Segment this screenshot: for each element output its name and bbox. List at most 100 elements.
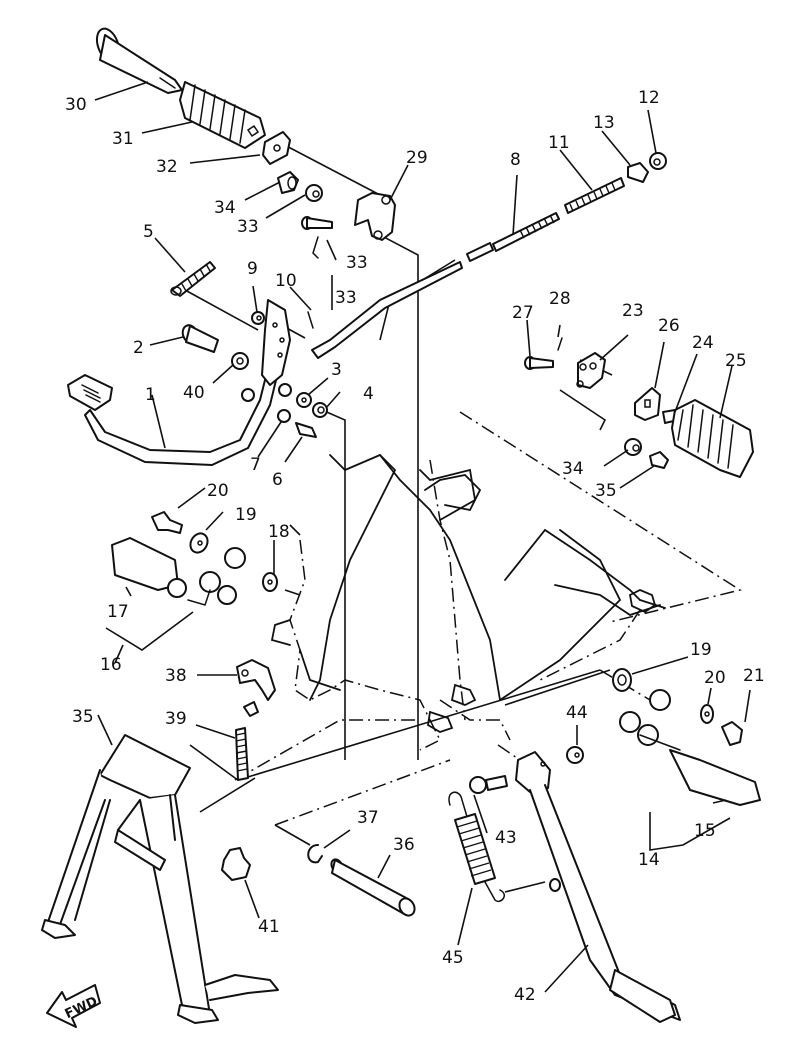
callout-32: 33 (335, 288, 357, 308)
part-7-nut (277, 409, 291, 423)
callout-13: 13 (593, 113, 615, 133)
part-2-pivot-shaft (181, 324, 219, 353)
part-38-hook-plate (236, 659, 276, 717)
callout-4: 4 (363, 384, 374, 404)
callout-30: 32 (156, 157, 178, 177)
part-26-cotter-pin (557, 337, 563, 351)
callouts: 30 31 32 34 33 29 8 11 13 12 5 33 9 10 3… (65, 88, 765, 1005)
part-34-collar-right (649, 451, 669, 469)
part-14-15-footrest-assembly (619, 689, 761, 806)
callout-31: 33 (346, 253, 368, 273)
part-33-nut (305, 184, 323, 202)
part-43-bolt (469, 775, 508, 794)
callout-3: 3 (331, 360, 342, 380)
fwd-arrow-icon: FWD (46, 984, 101, 1028)
callout-leaders (94, 81, 751, 993)
part-9-clip (251, 311, 265, 325)
callout-34: 34 (214, 198, 236, 218)
callout-45: 45 (442, 948, 464, 968)
part-37-circlip (307, 844, 323, 864)
callout-23: 25 (725, 351, 747, 371)
part-29-footrest-rubber (179, 81, 266, 149)
callout-16: 16 (100, 655, 122, 675)
part-10-cotter-pin (307, 311, 314, 329)
callout-6: 6 (272, 470, 283, 490)
callout-15: 15 (694, 821, 716, 841)
callout-11: 11 (548, 133, 570, 153)
callout-33-right: 34 (562, 459, 584, 479)
part-1-brake-pedal (67, 299, 292, 466)
callout-42: 42 (514, 985, 536, 1005)
assembly-lines (184, 139, 742, 893)
part-18-damper (262, 572, 278, 592)
part-8-brake-rod (311, 212, 560, 359)
part-30-plate (262, 131, 291, 165)
part-23-footrest-rubber (662, 399, 754, 478)
callout-14: 14 (638, 850, 660, 870)
part-4-clip (312, 402, 328, 418)
callout-17: 17 (107, 602, 129, 622)
callout-29: 31 (112, 129, 134, 149)
callout-1: 1 (145, 385, 156, 405)
callout-21: 23 (622, 301, 644, 321)
part-24-plate (634, 387, 661, 421)
part-33-nut-right (624, 438, 642, 456)
callout-19-right: 20 (704, 668, 726, 688)
part-19-washer-right (700, 704, 714, 724)
callout-22: 24 (692, 333, 714, 353)
callout-2: 2 (133, 338, 144, 358)
callout-43: 43 (495, 828, 517, 848)
part-3-washer (296, 392, 312, 408)
callout-8: 8 (510, 150, 521, 170)
part-39-spring (235, 727, 249, 781)
callout-27: 29 (406, 148, 428, 168)
callout-26: 28 (549, 289, 571, 309)
callout-40: 40 (183, 383, 205, 403)
callout-10: 10 (275, 271, 297, 291)
callout-38: 38 (165, 666, 187, 686)
part-45-spring (448, 791, 561, 902)
callout-9: 9 (247, 259, 258, 279)
callout-41: 41 (258, 917, 280, 937)
part-32-cotter-pin (312, 236, 319, 259)
part-16-17-footrest-assembly (111, 537, 246, 606)
part-20-bolt (151, 511, 183, 534)
callout-20-right: 21 (743, 666, 765, 686)
part-25-pin (524, 356, 554, 370)
part-5-spring (170, 261, 216, 297)
part-35-main-stand (41, 734, 279, 1024)
callout-36: 36 (393, 835, 415, 855)
part-27-bracket (354, 192, 396, 241)
part-20-bolt-right (721, 721, 743, 746)
part-6-bolt (295, 422, 317, 438)
part-31-pin (301, 216, 333, 230)
part-41-stopper (221, 847, 251, 881)
callout-20-left: 20 (207, 481, 229, 501)
callout-34-right: 35 (595, 481, 617, 501)
callout-37: 37 (357, 808, 379, 828)
part-12-adjusting-nut (649, 152, 667, 170)
callout-28: 30 (65, 95, 87, 115)
part-42-side-stand (515, 751, 681, 1023)
callout-5: 5 (143, 222, 154, 242)
part-34-collar (277, 171, 299, 194)
part-18-damper-right (612, 668, 632, 692)
part-28-footrest-shaft (95, 27, 183, 94)
callout-24: 26 (658, 316, 680, 336)
callout-18-left: 18 (268, 522, 290, 542)
callout-18-right: 19 (690, 640, 712, 660)
callout-44: 44 (566, 703, 588, 723)
callout-25: 27 (512, 303, 534, 323)
part-44-nut (566, 746, 584, 764)
callout-7: 7 (250, 455, 261, 475)
callout-12: 12 (638, 88, 660, 108)
part-19-washer (189, 532, 209, 554)
callout-35: 35 (72, 707, 94, 727)
callout-39: 39 (165, 709, 187, 729)
part-36-stand-shaft (330, 858, 416, 917)
callout-33: 33 (237, 217, 259, 237)
part-21-bracket (576, 352, 606, 389)
callout-19-left: 19 (235, 505, 257, 525)
part-40-washer (231, 352, 249, 370)
